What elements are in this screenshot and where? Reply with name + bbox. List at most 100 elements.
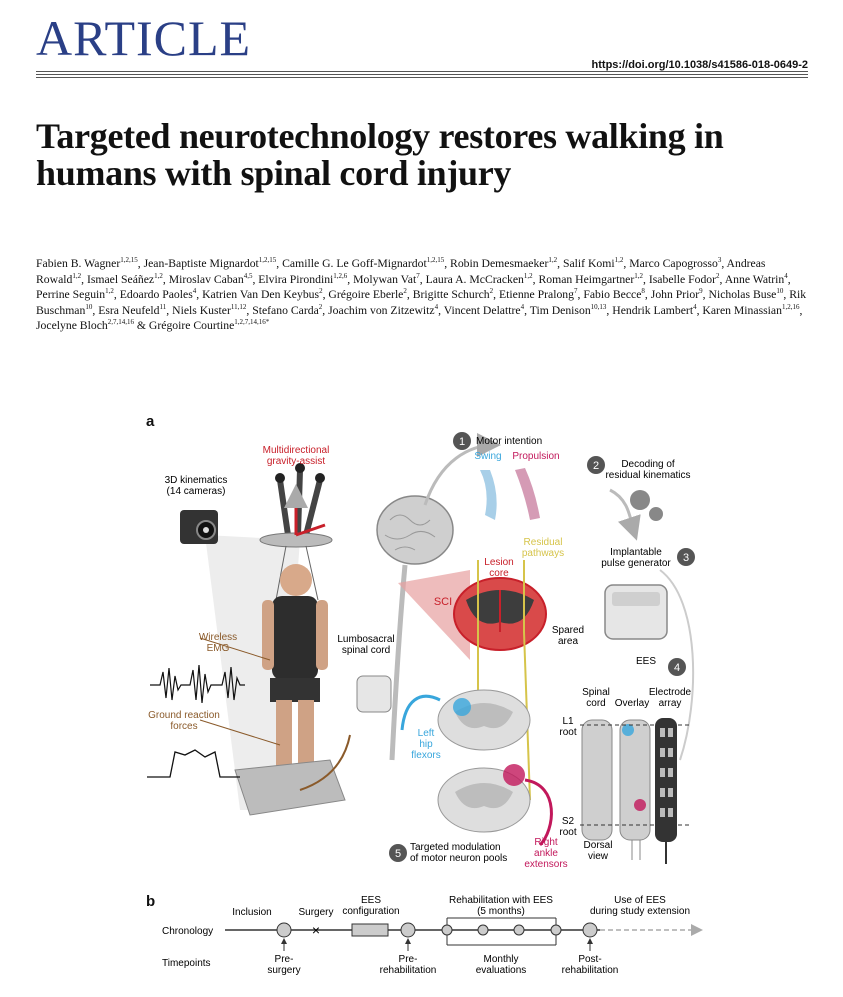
author-affiliation: 2 — [489, 287, 494, 296]
monthly-label: Monthly — [483, 954, 518, 965]
step-4-badge: 4 — [668, 658, 686, 676]
l-spinal-section — [400, 689, 531, 751]
author-name: Etienne Pralong — [499, 288, 574, 302]
decoding-label: residual kinematics — [605, 470, 690, 481]
author-affiliation: 1,2,7,14,16* — [234, 318, 270, 327]
brain-icon — [376, 495, 454, 565]
camera-icon — [180, 510, 218, 544]
author-affiliation: 2 — [716, 271, 720, 280]
svg-text:2: 2 — [593, 460, 599, 472]
author-affiliation: 4 — [192, 287, 197, 296]
post-rehab-label: Post- — [578, 954, 601, 965]
author-name: Grégoire Eberle — [328, 288, 404, 302]
s2-label: root — [559, 827, 576, 838]
lumbosacral-label: spinal cord — [342, 645, 390, 656]
ipg-label: Implantable — [610, 547, 662, 558]
lesion-label: Lesion — [484, 557, 513, 568]
targeted-modulation-label: Targeted modulation — [410, 842, 501, 853]
gravity-assist-robot — [259, 463, 333, 548]
author-affiliation: 4 — [784, 271, 788, 280]
author-name: Vincent Delattre — [443, 303, 521, 317]
author-affiliation: 1,2 — [105, 287, 114, 296]
forces-label: forces — [170, 721, 197, 732]
author-name: Roman Heimgartner — [538, 272, 635, 286]
step-1-badge: 1 — [453, 432, 471, 450]
author-affiliation: 4 — [693, 302, 697, 311]
svg-text:×: × — [312, 922, 320, 938]
author-name: Tim Denison — [529, 303, 591, 317]
forces-label: Ground reaction — [148, 710, 220, 721]
author-name: Camille G. Le Goff-Mignardot — [282, 257, 427, 270]
emg-label: EMG — [207, 643, 230, 654]
force-plate — [234, 759, 346, 816]
pre-surgery-label: Pre- — [275, 954, 294, 965]
timeline: × — [225, 917, 703, 951]
author-affiliation: 2 — [319, 287, 323, 296]
dorsal-spinal-cord — [581, 719, 651, 860]
author-name: Esra Neufeld — [98, 303, 160, 317]
author-name: Perrine Seguin — [36, 288, 106, 302]
author-affiliation: 7 — [416, 271, 420, 280]
journal-masthead: ARTICLE — [36, 10, 252, 66]
author-affiliation: 1,2,6 — [333, 271, 348, 280]
residual-label: Residual — [524, 537, 563, 548]
doi-link[interactable]: https://doi.org/10.1038/s41586-018-0649-… — [591, 59, 808, 71]
author-affiliation: 1,2 — [614, 256, 624, 265]
left-hip-label: hip — [419, 739, 433, 750]
kinematics-label: (14 cameras) — [167, 486, 226, 497]
author-name: Rik Buschman — [36, 288, 807, 317]
author-name: Fabien B. Wagner — [36, 257, 121, 270]
s-spinal-section — [437, 764, 553, 847]
gravity-assist-label: gravity-assist — [267, 456, 326, 467]
left-hip-label: flexors — [411, 750, 440, 761]
author-affiliation: 1,2 — [548, 256, 558, 265]
author-affiliation: 1,2,16 — [781, 302, 800, 311]
author-name: Stefano Carda — [252, 303, 319, 317]
author-affiliation: 4,5 — [243, 271, 253, 280]
svg-text:1: 1 — [459, 436, 465, 448]
extension-label: during study extension — [590, 906, 690, 917]
author-name: Ismael Seáñez — [86, 272, 155, 286]
left-hip-label: Left — [418, 728, 435, 739]
gravity-assist-label: Multidirectional — [263, 445, 330, 456]
svg-text:3: 3 — [683, 552, 689, 564]
author-name: Jean-Baptiste Mignardot — [143, 257, 259, 270]
step-3-badge: 3 — [677, 548, 695, 566]
sci-label: SCI — [434, 596, 452, 608]
spinal-cord-label: cord — [586, 698, 605, 709]
ees-configuration-label: EES — [361, 895, 381, 906]
motor-intention-label: Motor intention — [476, 436, 542, 447]
author-name: Laura A. McCracken — [425, 272, 524, 286]
step-5-badge: 5 — [389, 844, 407, 862]
overlay-label: Overlay — [615, 698, 649, 709]
author-name: Jocelyne Bloch — [36, 319, 108, 333]
author-affiliation: 1,2,15 — [120, 256, 138, 265]
lesion-label: core — [489, 568, 509, 579]
author-name: Brigitte Schurch — [412, 288, 490, 302]
pulse-generator-icon — [604, 584, 668, 640]
pre-surgery-label: surgery — [267, 965, 300, 976]
pre-rehab-label: rehabilitation — [380, 965, 437, 976]
author-name: Isabelle Fodor — [648, 272, 717, 286]
pre-rehab-label: Pre- — [399, 954, 418, 965]
author-affiliation: 10,13 — [590, 302, 607, 311]
author-name: Anne Watrin — [724, 272, 785, 286]
header-rule-bottom — [36, 77, 808, 78]
dorsal-view-label: view — [588, 851, 609, 862]
post-rehab-label: rehabilitation — [562, 965, 619, 976]
panel-a-label: a — [146, 413, 155, 430]
emg-label: Wireless — [199, 632, 237, 643]
timepoints-label: Timepoints — [162, 958, 211, 969]
author-name: Joachim von Zitzewitz — [328, 303, 435, 317]
ees-label: EES — [636, 656, 656, 667]
propulsion-label: Propulsion — [512, 451, 559, 462]
panel-b-label: b — [146, 893, 156, 910]
right-ankle-label: Right — [534, 837, 558, 848]
author-affiliation: 1,2,15 — [258, 256, 277, 265]
author-affiliation: 1,2,15 — [426, 256, 445, 265]
kinematics-label: 3D kinematics — [165, 475, 228, 486]
author-name: John Prior — [650, 288, 700, 302]
author-affiliation: 9 — [699, 287, 703, 296]
author-affiliation: 1,2 — [523, 271, 533, 280]
svg-text:4: 4 — [674, 662, 680, 674]
